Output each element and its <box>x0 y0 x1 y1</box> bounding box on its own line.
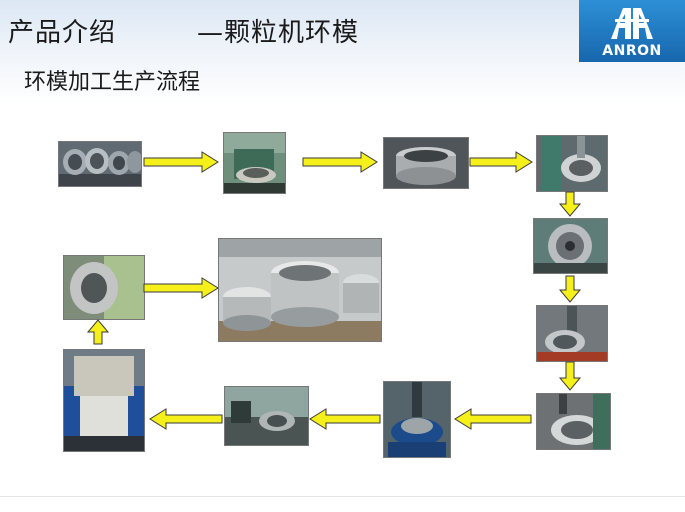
footer-divider <box>0 496 685 497</box>
photo-blue-machine <box>384 382 450 457</box>
step-photo-turned-blank <box>383 137 469 189</box>
flow-arrow-11 <box>143 277 219 299</box>
anron-logo: ANRON <box>579 0 685 62</box>
arrow-down-icon <box>558 275 582 303</box>
flow-arrow-10 <box>86 319 110 345</box>
step-photo-factory-floor <box>224 386 309 446</box>
flow-arrow-9 <box>149 408 223 430</box>
step-photo-turning <box>223 132 286 194</box>
photo-finishing <box>64 256 144 319</box>
flow-arrow-8 <box>309 408 381 430</box>
step-photo-finishing <box>63 255 145 320</box>
flow-arrow-4 <box>558 191 582 217</box>
flow-arrow-3 <box>469 151 533 173</box>
arrow-left-icon <box>454 408 532 430</box>
arrow-right-icon <box>143 151 219 173</box>
arrow-left-icon <box>149 408 223 430</box>
page-title: 产品介绍 —颗粒机环模 <box>8 18 360 48</box>
photo-lathe-machine <box>224 133 285 193</box>
arrow-down-icon <box>558 361 582 391</box>
step-photo-raw-forgings <box>58 141 142 187</box>
anron-logo-icon <box>611 8 653 39</box>
arrow-right-icon <box>143 277 219 299</box>
flow-arrow-7 <box>454 408 532 430</box>
header-band <box>0 0 685 105</box>
arrow-left-icon <box>309 408 381 430</box>
flow-arrow-6 <box>558 361 582 391</box>
step-photo-drilling <box>536 305 608 362</box>
photo-chuck <box>534 219 607 273</box>
step-photo-hole-drilling <box>536 393 611 450</box>
step-photo-blue-machine <box>383 381 451 458</box>
photo-factory <box>225 387 308 445</box>
photo-drilling <box>537 306 607 361</box>
step-photo-vertical-machining <box>536 135 608 192</box>
arrow-up-icon <box>86 319 110 345</box>
photo-hole-drilling <box>537 394 610 449</box>
photo-ring-blank <box>384 138 468 188</box>
flow-arrow-2 <box>302 151 378 173</box>
photo-finished-ring-dies <box>219 239 381 341</box>
photo-steel-rings <box>59 142 141 186</box>
step-photo-finished-dies <box>218 238 382 342</box>
arrow-right-icon <box>469 151 533 173</box>
page-subtitle: 环模加工生产流程 <box>24 70 201 95</box>
logo-text: ANRON <box>602 43 662 59</box>
flow-arrow-5 <box>558 275 582 303</box>
arrow-right-icon <box>302 151 378 173</box>
photo-machining <box>537 136 607 191</box>
photo-furnace <box>64 350 144 451</box>
arrow-down-icon <box>558 191 582 217</box>
step-photo-chuck-fixture <box>533 218 608 274</box>
flow-arrow-1 <box>143 151 219 173</box>
step-photo-heat-treatment <box>63 349 145 452</box>
